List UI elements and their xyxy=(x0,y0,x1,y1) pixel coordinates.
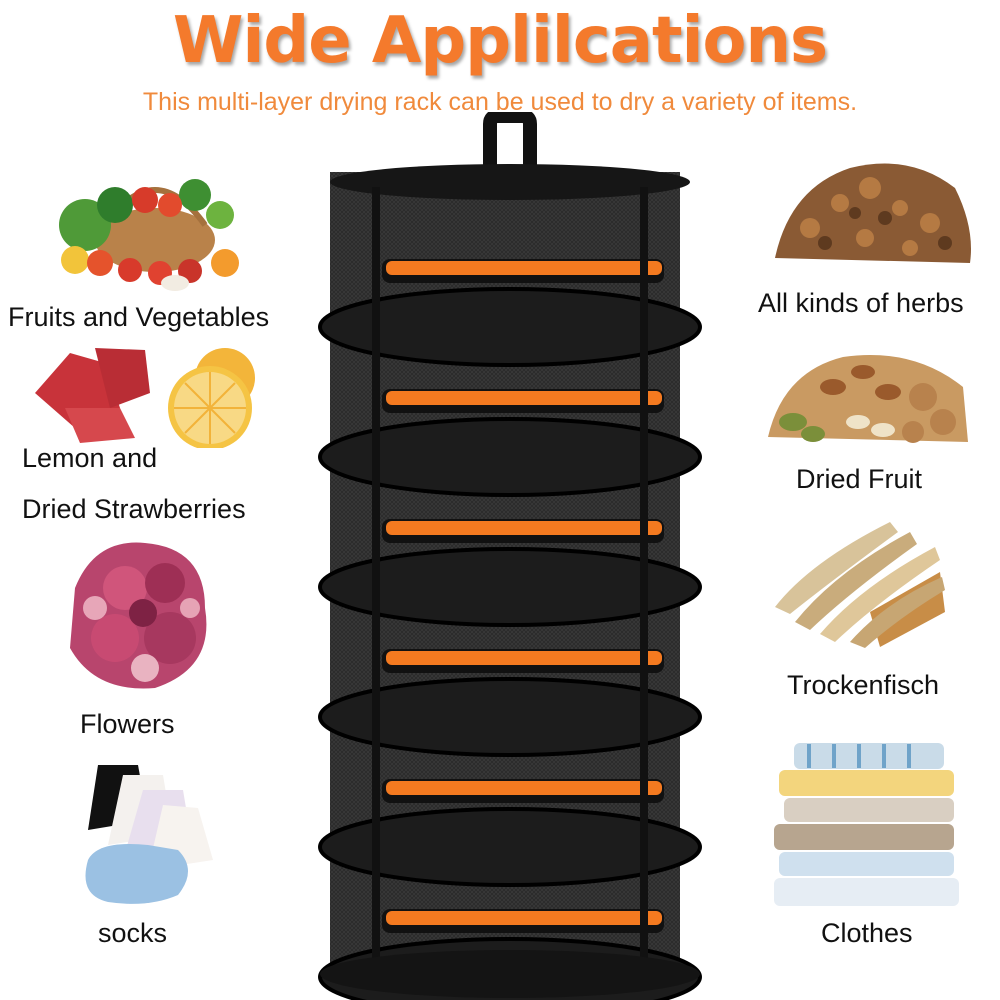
rack-top-lid xyxy=(330,164,690,200)
fruits-vegetables-icon xyxy=(59,179,239,291)
lemon-strawberry-icon xyxy=(35,348,255,448)
label-socks: socks xyxy=(98,918,168,948)
rack-zipper xyxy=(386,781,662,795)
rack-hanging-loop xyxy=(483,112,537,172)
rack-zipper xyxy=(386,651,662,665)
label-flowers: Flowers xyxy=(80,709,175,739)
rack-tier-shelf xyxy=(318,547,702,627)
rack-zipper xyxy=(386,911,662,925)
rack-strap-left xyxy=(372,187,380,977)
flowers-icon xyxy=(70,542,207,689)
label-herbs: All kinds of herbs xyxy=(758,288,964,318)
label-dried-fish: Trockenfisch xyxy=(787,670,940,700)
clothes-icon xyxy=(774,743,959,906)
rack-zipper xyxy=(386,261,662,275)
label-lemon-line1: Lemon and xyxy=(22,443,158,473)
rack-bottom xyxy=(320,950,700,998)
rack-zipper xyxy=(386,391,662,405)
herbs-icon xyxy=(775,163,971,263)
dried-fruit-icon xyxy=(768,355,968,443)
rack-strap-right xyxy=(640,187,648,977)
rack-tier-shelf xyxy=(318,807,702,887)
rack-tier-shelf xyxy=(318,287,702,367)
label-dried-fruit: Dried Fruit xyxy=(796,464,923,494)
dried-fish-icon xyxy=(775,522,945,648)
rack-tier-shelf xyxy=(318,677,702,757)
label-fruits-vegetables: Fruits and Vegetables xyxy=(8,302,270,332)
label-clothes: Clothes xyxy=(821,918,913,948)
drying-rack-image xyxy=(318,112,702,1000)
page-title: Wide Applilcations xyxy=(172,4,828,78)
socks-icon xyxy=(85,765,213,904)
rack-tier-shelf xyxy=(318,417,702,497)
label-lemon-line2: Dried Strawberries xyxy=(22,494,246,524)
rack-zipper xyxy=(386,521,662,535)
